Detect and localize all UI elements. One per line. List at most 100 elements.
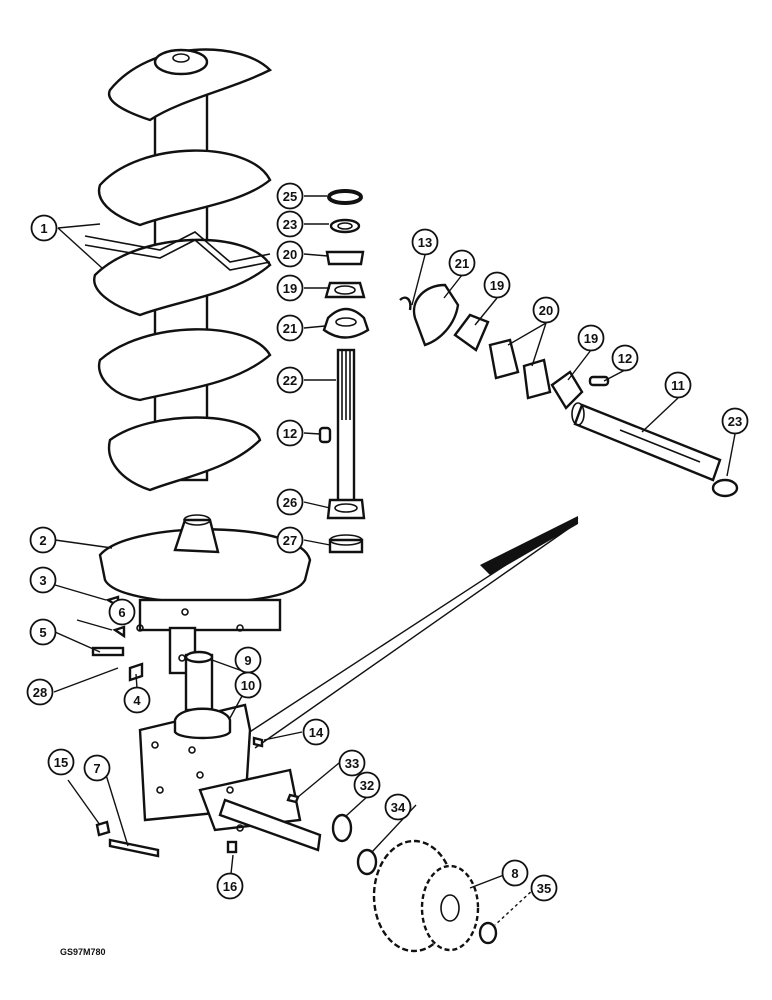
callout-circle — [721, 407, 749, 435]
callout-circle — [276, 488, 304, 516]
callout-label: 19 — [490, 278, 504, 293]
callout-21: 21 — [448, 249, 476, 277]
vertical-shaft-stack — [318, 189, 370, 554]
callout-22: 22 — [276, 366, 304, 394]
callout-circle — [123, 686, 151, 714]
callout-23: 23 — [276, 210, 304, 238]
callout-5: 5 — [29, 618, 57, 646]
callout-label: 20 — [283, 247, 297, 262]
callout-28: 28 — [26, 678, 54, 706]
callout-circle — [29, 618, 57, 646]
callout-label: 2 — [39, 533, 46, 548]
callout-15: 15 — [47, 748, 75, 776]
auger-hood — [98, 514, 312, 675]
callout-label: 19 — [584, 331, 598, 346]
callout-19: 19 — [483, 271, 511, 299]
callout-circle — [30, 214, 58, 242]
sprocket — [372, 839, 498, 953]
gearbox — [91, 516, 579, 876]
callout-list: 1252320192122122627132119201912112323654… — [26, 182, 749, 902]
callout-circle — [276, 419, 304, 447]
callout-12: 12 — [611, 344, 639, 372]
callout-9: 9 — [234, 646, 262, 674]
callout-11: 11 — [664, 371, 692, 399]
callout-33: 33 — [338, 749, 366, 777]
leader-lines — [53, 195, 736, 926]
callout-circle — [83, 754, 111, 782]
callout-20: 20 — [276, 240, 304, 268]
callout-label: 33 — [345, 756, 359, 771]
drawing-code: GS97M780 — [60, 947, 106, 957]
callout-circle — [577, 324, 605, 352]
callout-16: 16 — [216, 872, 244, 900]
callout-label: 23 — [728, 414, 742, 429]
callout-label: 6 — [118, 605, 125, 620]
callout-label: 26 — [283, 495, 297, 510]
callout-4: 4 — [123, 686, 151, 714]
callout-circle — [302, 718, 330, 746]
callout-label: 7 — [93, 761, 100, 776]
callout-19: 19 — [577, 324, 605, 352]
callout-1: 1 — [30, 214, 58, 242]
callout-label: 21 — [283, 321, 297, 336]
callout-label: 27 — [283, 533, 297, 548]
callout-label: 21 — [455, 256, 469, 271]
callout-label: 16 — [223, 879, 237, 894]
callout-2: 2 — [29, 526, 57, 554]
callout-label: 12 — [618, 351, 632, 366]
callout-label: 20 — [539, 303, 553, 318]
horizontal-shaft-stack — [399, 283, 739, 498]
callout-circle — [353, 771, 381, 799]
callout-label: 13 — [418, 235, 432, 250]
callout-23: 23 — [721, 407, 749, 435]
callout-35: 35 — [530, 874, 558, 902]
callout-circle — [276, 182, 304, 210]
callout-circle — [276, 210, 304, 238]
callout-label: 4 — [133, 693, 141, 708]
callout-circle — [216, 872, 244, 900]
callout-27: 27 — [276, 526, 304, 554]
callout-20: 20 — [532, 296, 560, 324]
callout-circle — [483, 271, 511, 299]
auger-assembly — [84, 48, 273, 492]
callout-19: 19 — [276, 274, 304, 302]
callout-circle — [532, 296, 560, 324]
callout-label: 14 — [309, 725, 324, 740]
callout-label: 11 — [671, 378, 685, 393]
callout-circle — [501, 859, 529, 887]
callout-circle — [276, 240, 304, 268]
callout-label: 22 — [283, 373, 297, 388]
callout-label: 8 — [511, 866, 518, 881]
callout-32: 32 — [353, 771, 381, 799]
callout-circle — [29, 566, 57, 594]
callout-circle — [29, 526, 57, 554]
callout-circle — [664, 371, 692, 399]
callout-7: 7 — [83, 754, 111, 782]
callout-13: 13 — [411, 228, 439, 256]
callout-label: 35 — [537, 881, 551, 896]
callout-circle — [276, 314, 304, 342]
callout-circle — [530, 874, 558, 902]
callout-circle — [26, 678, 54, 706]
callout-label: 23 — [283, 217, 297, 232]
callout-circle — [411, 228, 439, 256]
callout-26: 26 — [276, 488, 304, 516]
callout-circle — [234, 671, 262, 699]
callout-10: 10 — [234, 671, 262, 699]
callout-circle — [384, 793, 412, 821]
callout-8: 8 — [501, 859, 529, 887]
callout-34: 34 — [384, 793, 412, 821]
callout-3: 3 — [29, 566, 57, 594]
callout-label: 10 — [241, 678, 255, 693]
callout-label: 15 — [54, 755, 68, 770]
callout-21: 21 — [276, 314, 304, 342]
callout-label: 19 — [283, 281, 297, 296]
callout-circle — [276, 274, 304, 302]
callout-label: 3 — [39, 573, 46, 588]
callout-label: 12 — [283, 426, 297, 441]
callout-label: 25 — [283, 189, 297, 204]
callout-circle — [338, 749, 366, 777]
callout-label: 9 — [244, 653, 251, 668]
callout-label: 28 — [33, 685, 47, 700]
